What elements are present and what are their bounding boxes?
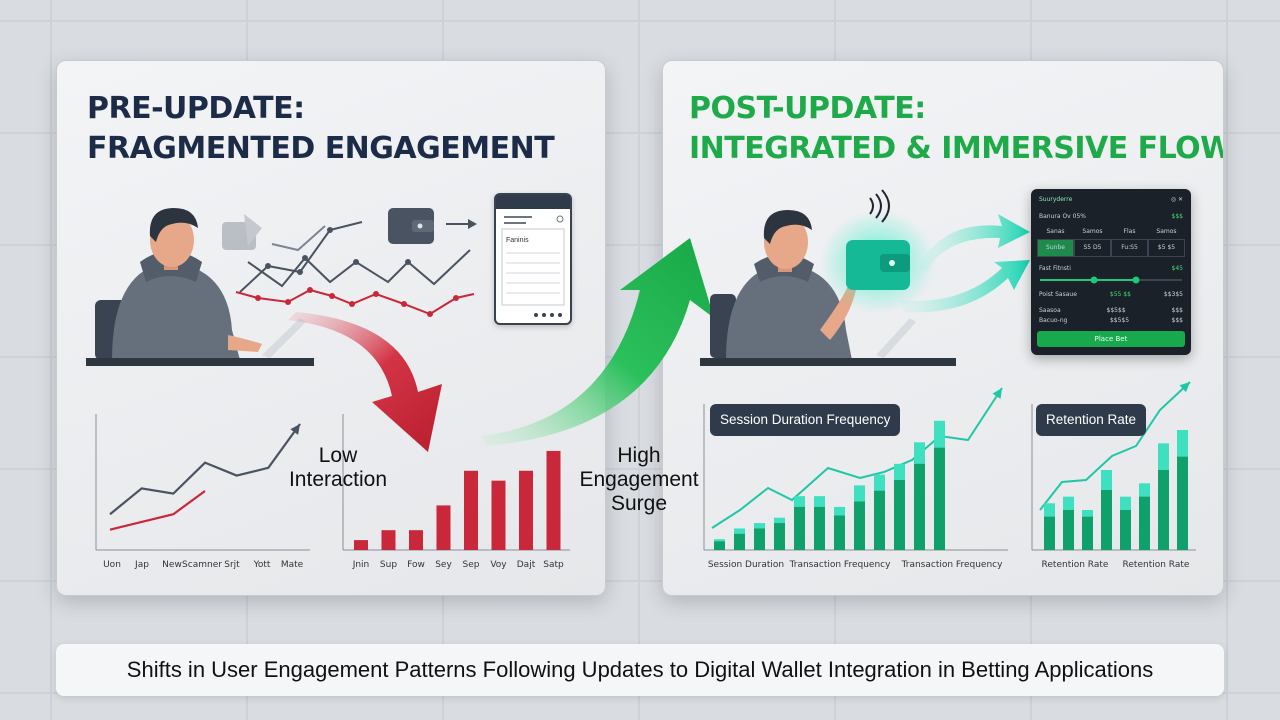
session-duration-chip: Session Duration Frequency	[710, 404, 901, 436]
bar	[546, 450, 561, 550]
bar	[464, 470, 478, 550]
desk	[86, 358, 314, 366]
bar-inner	[1063, 510, 1074, 550]
slider-handle[interactable]	[1090, 276, 1098, 284]
slider-handle[interactable]	[1132, 276, 1140, 284]
x-tick-label: Sep	[463, 560, 480, 570]
x-tick-label: Jnin	[352, 560, 370, 570]
wallet-card-header: Suuryderre ◎ ✕	[1039, 196, 1183, 203]
x-tick-label: Jap	[134, 560, 149, 570]
wallet-slider[interactable]	[1036, 275, 1186, 285]
right-arrow-icon	[446, 219, 477, 229]
bar	[381, 530, 396, 550]
x-tick-label: Mate	[281, 560, 304, 570]
line-series-arrowhead	[290, 424, 300, 435]
x-tick-label: Uon	[103, 560, 121, 570]
bar-inner	[854, 501, 865, 550]
x-tick-label: Sey	[435, 560, 452, 570]
app-screen-tag: Faninis	[506, 237, 529, 244]
x-tick-label: Retention Rate	[1042, 560, 1109, 570]
bar-inner	[914, 463, 925, 550]
bar	[519, 470, 533, 550]
x-tick-label: Session Duration	[708, 560, 784, 570]
session-duration-chart: Session Duration Transaction Frequency Tra…	[703, 387, 1008, 570]
place-bet-button[interactable]: Place Bet	[1037, 331, 1185, 347]
bar-inner	[1044, 516, 1055, 550]
bar-inner	[794, 506, 805, 550]
x-tick-label: Transaction Frequency	[901, 560, 1004, 570]
bar-inner	[834, 515, 845, 550]
session-trend-line	[711, 387, 1003, 529]
x-tick-label: Srjt	[224, 560, 240, 570]
x-tick-label: Yott	[253, 560, 271, 570]
x-tick-label: Dajt	[517, 560, 536, 570]
x-tick-label: New	[162, 560, 182, 570]
bar-inner	[1158, 470, 1169, 550]
fragmented-engagement-lines	[235, 221, 475, 317]
figure-caption: Shifts in User Engagement Patterns Follo…	[56, 644, 1224, 696]
wallet-header-icons: ◎ ✕	[1170, 196, 1183, 203]
bar-inner	[734, 533, 745, 550]
bar-inner	[814, 506, 825, 550]
app-screen-header	[496, 195, 570, 209]
hoodie	[112, 262, 240, 360]
x-tick-label: Transaction Frequency	[789, 560, 892, 570]
x-tick-label: Voy	[490, 560, 507, 570]
bar-inner	[1120, 510, 1131, 550]
glowing-wallet-icon	[820, 189, 936, 314]
wallet-brand: Suuryderre	[1039, 196, 1073, 203]
hair	[149, 208, 198, 242]
bar-inner	[894, 480, 905, 550]
retention-trend-arrowhead	[1179, 382, 1190, 393]
pre-update-title: PRE-UPDATE: FRAGMENTED ENGAGEMENT	[87, 91, 555, 166]
post-update-title: POST-UPDATE: INTEGRATED & IMMERSIVE FLOW	[689, 91, 1224, 166]
bar-inner	[714, 541, 725, 550]
x-tick-label: Fow	[407, 560, 425, 570]
wallet-row-5: Bacuo-ng $$5$5 $$$	[1039, 317, 1183, 324]
wallet-row-3: Poist Sasaue $55 $$ $$3$5	[1039, 291, 1183, 298]
bar	[436, 505, 451, 550]
bar-inner	[754, 528, 765, 550]
bar-inner	[774, 523, 785, 550]
line-series-main	[109, 423, 301, 516]
retention-trend-line	[1039, 381, 1191, 511]
bar-inner	[874, 490, 885, 550]
green-growth-arrow	[482, 238, 714, 446]
bar-inner	[1082, 516, 1093, 550]
retention-rate-chip: Retention Rate	[1036, 404, 1147, 436]
session-trend-arrowhead	[992, 388, 1002, 399]
bar	[354, 540, 368, 550]
low-interaction-label: Low Interaction	[288, 444, 388, 491]
wallet-icon-left	[388, 208, 434, 244]
wallet-tab-values[interactable]: Sunbe S5 D5 Fu:S5 $5 $5	[1037, 239, 1185, 257]
bar-inner	[1139, 496, 1150, 550]
chat-icon	[222, 214, 262, 250]
bar-inner	[1177, 456, 1188, 550]
x-tick-label: Retention Rate	[1123, 560, 1190, 570]
bar	[409, 530, 423, 550]
app-screen-lines	[501, 215, 565, 317]
red-decline-arrow	[288, 312, 442, 452]
wallet-tabs[interactable]: Sanas Samos Flas Samos	[1046, 228, 1177, 235]
x-tick-label: Scamner	[182, 560, 222, 570]
line-series-red	[109, 490, 206, 531]
bar-inner	[1101, 490, 1112, 550]
fragmented-app-screen: Faninis	[494, 193, 572, 325]
left-user-figure	[86, 208, 314, 366]
wallet-row-4: Saasoa $$5$$ $$$	[1039, 307, 1183, 314]
integrated-wallet-card: Suuryderre ◎ ✕ Banura Ov 05% $$$ Sanas S…	[1031, 189, 1191, 355]
pre-update-bar-chart: Jnin Sup Fow Sey Sep Voy Dajt Satp	[342, 414, 570, 570]
bar-inner	[934, 447, 945, 550]
x-tick-label: Sup	[380, 560, 397, 570]
high-engagement-label: High Engagement Surge	[579, 444, 699, 515]
bar	[491, 480, 506, 550]
flow-arrows	[900, 214, 1030, 313]
x-tick-label: Satp	[543, 560, 564, 570]
wallet-row-2: Fast Fitnsti $45	[1039, 265, 1183, 272]
wallet-row-1: Banura Ov 05% $$$	[1039, 213, 1183, 220]
